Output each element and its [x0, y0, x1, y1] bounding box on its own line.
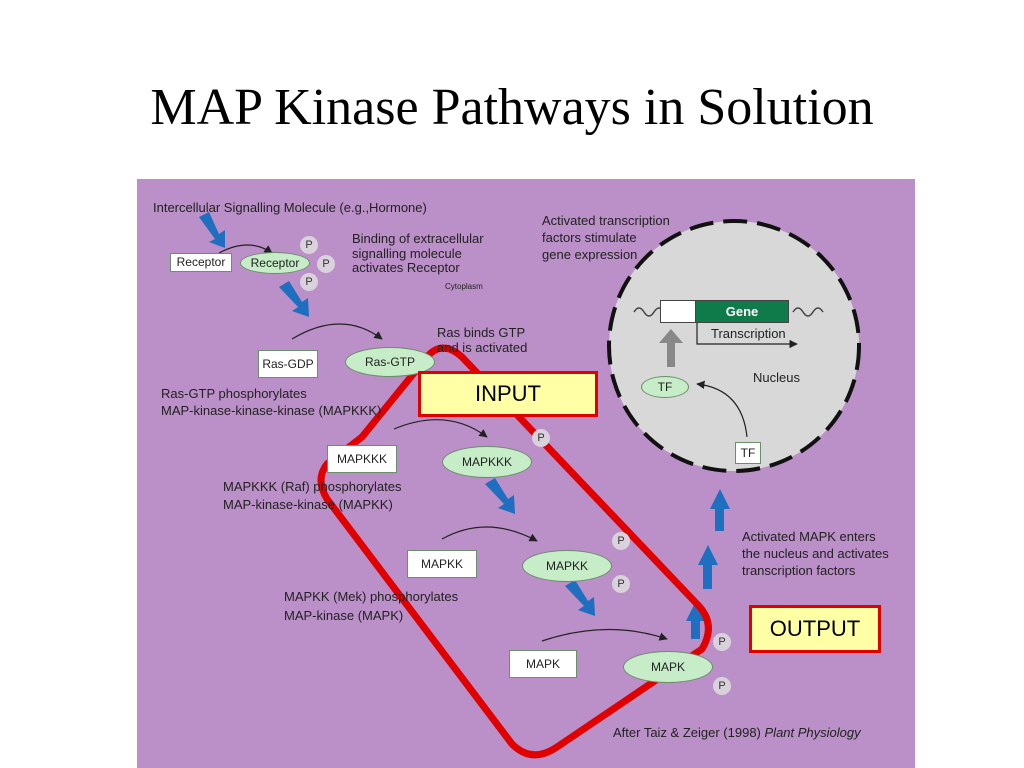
phosphate-mapkk-1: P — [612, 532, 630, 550]
ras-binds-text-1: Ras binds GTP — [437, 325, 526, 340]
ras-binds-text-2: and is activated — [437, 340, 528, 355]
transcription-label: Transcription — [711, 326, 786, 341]
signal-text: Intercellular Signalling Molecule (e.g.,… — [153, 200, 427, 215]
gene-activation-arrow — [659, 329, 683, 367]
mapk-oval: MAPK — [623, 651, 713, 683]
blue-arrows — [199, 212, 730, 639]
receptor-active: Receptor — [240, 252, 310, 274]
dna-left-icon — [633, 307, 665, 317]
transcription-arrow — [696, 323, 798, 349]
dna-right-icon — [792, 307, 824, 317]
binding-text-1: Binding of extracellular — [352, 231, 484, 246]
citation-book: Plant Physiology — [764, 725, 861, 740]
blue-arrow-mapk-3 — [710, 489, 730, 531]
citation-authors: After Taiz & Zeiger (1998) — [613, 725, 761, 740]
mapk-box: MAPK — [509, 650, 577, 678]
slide-title: MAP Kinase Pathways in Solution — [150, 79, 874, 136]
cytoplasm-label: Cytoplasm — [445, 282, 483, 291]
mapk-enters-text-3: transcription factors — [742, 563, 856, 578]
mapkkk-curve-arrow — [393, 419, 488, 438]
mapk-enters-text-2: the nucleus and activates — [742, 546, 889, 561]
receptor-inactive: Receptor — [170, 253, 232, 272]
phosphate-mapkk-2: P — [612, 575, 630, 593]
diagram-graphics — [199, 212, 861, 759]
gene-box: Gene — [695, 300, 789, 323]
nucleus-label: Nucleus — [753, 370, 800, 385]
mapkk-phos-text-2: MAP-kinase (MAPK) — [284, 608, 404, 623]
blue-arrow-mapkk — [565, 580, 595, 616]
phosphate-receptor-1: P — [300, 236, 318, 254]
mapkk-phos-text-1: MAPKK (Mek) phosphorylates — [284, 589, 459, 604]
ras-phos-text-1: Ras-GTP phosphorylates — [161, 386, 307, 401]
phosphate-receptor-2: P — [317, 255, 335, 273]
binding-text-3: activates Receptor — [352, 260, 460, 275]
pathway-highlight-outline — [317, 344, 712, 759]
mapk-pathway-diagram: Intercellular Signalling Molecule (e.g.,… — [137, 179, 915, 768]
binding-text-2: signalling molecule — [352, 246, 462, 261]
phosphate-mapk-2: P — [713, 677, 731, 695]
mapkkk-oval: MAPKKK — [442, 446, 532, 478]
activated-tf-text-2: factors stimulate — [542, 230, 637, 245]
tf-import-arrow — [696, 380, 748, 438]
activated-tf-text-1: Activated transcription — [542, 213, 670, 228]
ras-phos-text-2: MAP-kinase-kinase-kinase (MAPKKK) — [161, 403, 382, 418]
phosphate-mapkkk: P — [532, 429, 550, 447]
blue-arrow-mapk-2 — [698, 545, 718, 589]
mapk-enters-text-1: Activated MAPK enters — [742, 529, 876, 544]
citation: After Taiz & Zeiger (1998) Plant Physiol… — [613, 725, 861, 741]
mapkkk-box: MAPKKK — [327, 445, 397, 473]
ras-gdp-box: Ras-GDP — [258, 350, 318, 378]
input-label: INPUT — [418, 371, 598, 417]
phosphate-mapk-1: P — [713, 633, 731, 651]
blue-arrow-mapk-1 — [686, 601, 706, 639]
blue-arrow-receptor — [279, 281, 309, 317]
mapkkk-phos-text-1: MAPKKK (Raf) phosphorylates — [223, 479, 402, 494]
mapkk-box: MAPKK — [407, 550, 477, 578]
ras-curve-arrow — [291, 323, 383, 340]
activated-tf-text-3: gene expression — [542, 247, 638, 262]
mapkk-oval: MAPKK — [522, 550, 612, 582]
output-label: OUTPUT — [749, 605, 881, 653]
phosphate-receptor-3: P — [300, 273, 318, 291]
mapkkk-phos-text-2: MAP-kinase-kinase (MAPKK) — [223, 497, 393, 512]
tf-active: TF — [641, 376, 689, 398]
receptor-curve-arrow — [218, 244, 273, 254]
gene-promoter — [660, 300, 696, 323]
mapk-curve-arrow — [541, 628, 668, 642]
nucleus-circle — [607, 219, 861, 473]
blue-arrow-mapkkk — [485, 478, 515, 514]
mapkk-curve-arrow — [441, 526, 538, 542]
tf-inactive: TF — [735, 442, 761, 464]
blue-arrow-signal — [199, 212, 225, 248]
